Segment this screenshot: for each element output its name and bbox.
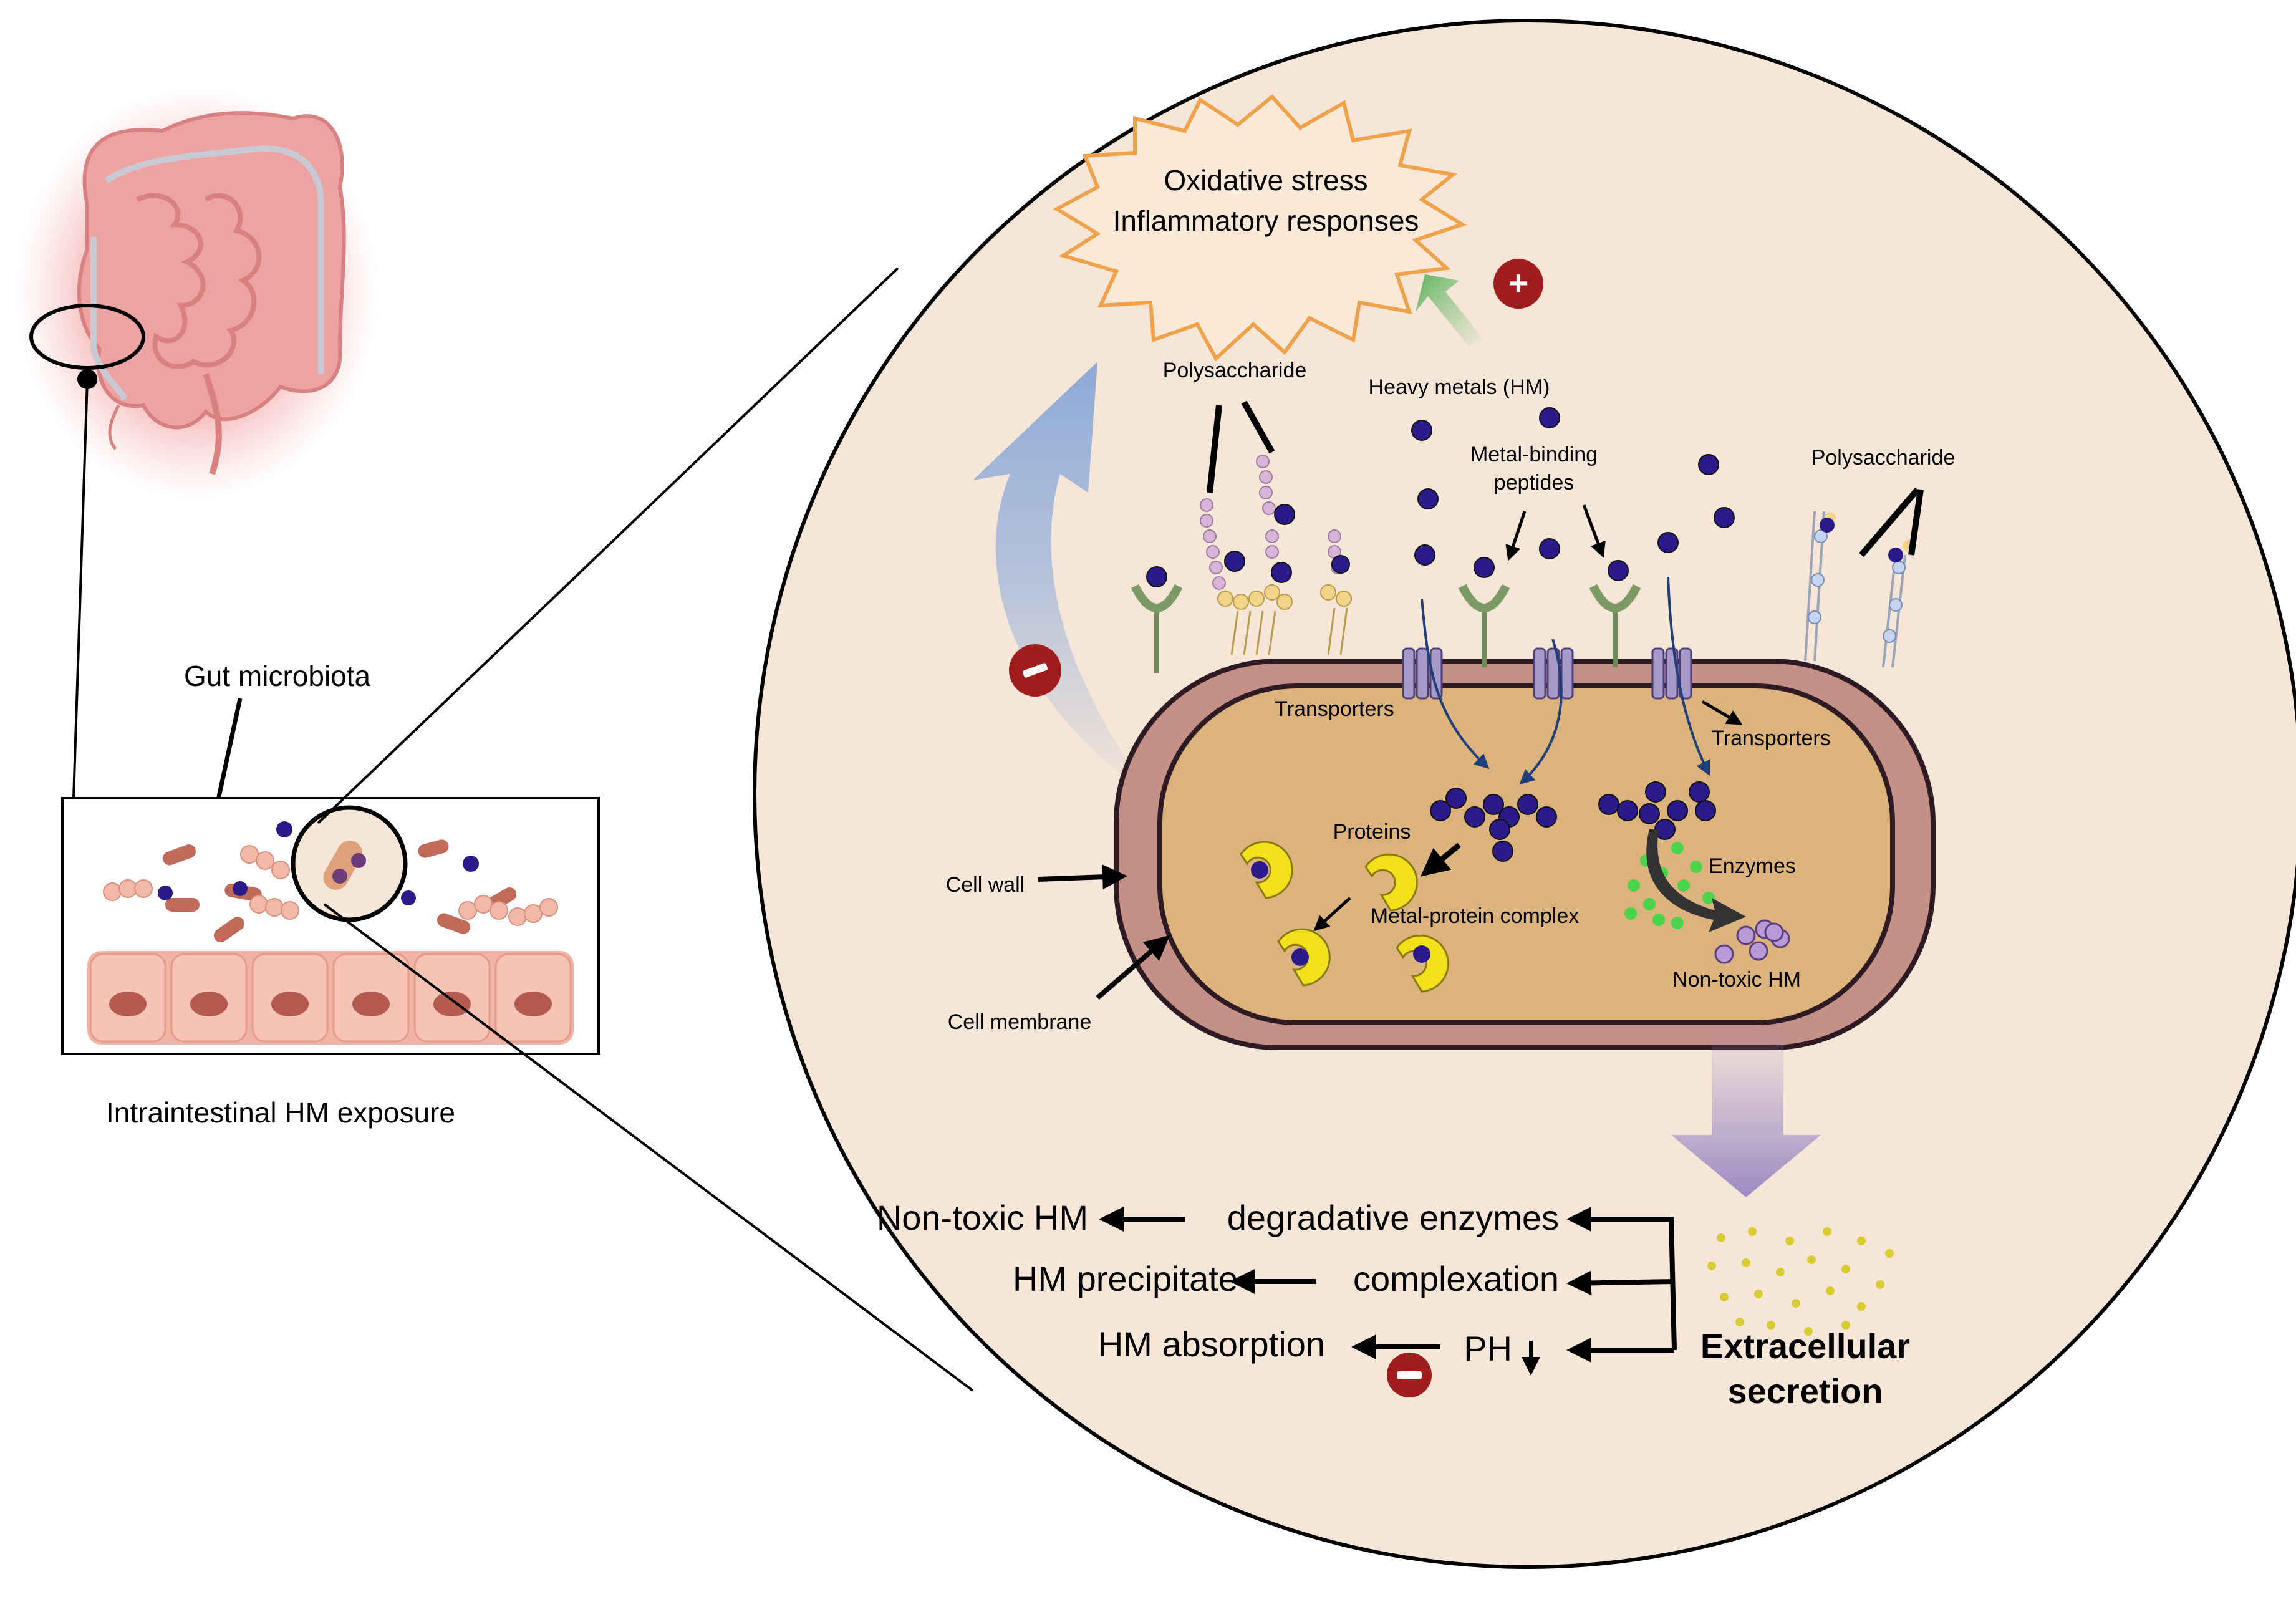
proteins: Proteins Metal-protein complex: [1240, 820, 1579, 993]
gut-microbiota-label: Gut microbiota: [184, 660, 371, 692]
row3-left-text: HM absorption: [1098, 1325, 1325, 1364]
heavy-metals-label: Heavy metals (HM): [1369, 375, 1550, 399]
promote-arrow: +: [1416, 259, 1543, 346]
bottom-flow: degradative enzymes Non-toxic HM complex…: [877, 1198, 1910, 1411]
secretion-particles: [1707, 1227, 1894, 1336]
metal-binding-label-2: peptides: [1494, 471, 1575, 495]
zoom-line-bottom: [323, 903, 974, 1392]
inhibit-arrow: [973, 362, 1154, 798]
metal-binding-label-1: Metal-binding: [1470, 443, 1598, 466]
transporters: Transporters Transporters: [1275, 576, 1831, 785]
polysaccharide-chains-right: Polysaccharide: [1804, 446, 1956, 668]
proteins-label: Proteins: [1333, 820, 1411, 844]
bacterial-cell: [1114, 659, 1936, 1050]
secretion-label-2: secretion: [1728, 1371, 1883, 1411]
polysaccharide-right-label: Polysaccharide: [1811, 446, 1956, 470]
row2-right-text: complexation: [1353, 1259, 1559, 1298]
row1-left-text: Non-toxic HM: [877, 1198, 1088, 1237]
stress-line-1: Oxidative stress: [1164, 164, 1367, 196]
cell-structure-labels: Cell wall Cell membrane: [946, 864, 1170, 1034]
cell-wall-label: Cell wall: [946, 873, 1025, 897]
row3-right-text: PH: [1464, 1329, 1512, 1368]
heavy-metal-ions: [1146, 407, 1735, 587]
transporters-left-label: Transporters: [1275, 697, 1394, 721]
plus-sign-icon: [1493, 259, 1543, 309]
internal-metal-ions: [1430, 781, 1716, 862]
enzymes-label: Enzymes: [1709, 854, 1796, 878]
intestine-illustration: [16, 87, 377, 799]
cell-membrane-label: Cell membrane: [948, 1010, 1092, 1034]
polysaccharide-left-label: Polysaccharide: [1163, 359, 1307, 382]
bacteria-cluster: [103, 821, 558, 943]
row1-right-text: degradative enzymes: [1227, 1198, 1559, 1237]
zoom-region-marker: [29, 304, 145, 370]
epithelium-cells: [87, 951, 574, 1045]
metal-protein-complex-label: Metal-protein complex: [1371, 904, 1579, 928]
gut-microbiota-panel: Gut microbiota: [61, 660, 600, 1129]
row2-left-text: HM precipitate: [1013, 1259, 1238, 1298]
intraintestinal-exposure-label: Intraintestinal HM exposure: [106, 1096, 455, 1129]
enzymes: Enzymes Non-toxic HM: [1624, 829, 1801, 992]
polysaccharide-chains-left: Polysaccharide: [1163, 359, 1352, 655]
transporters-right-label: Transporters: [1711, 726, 1830, 750]
oxidative-stress-starburst: Oxidative stress Inflammatory responses: [1053, 94, 1467, 362]
stress-line-2: Inflammatory responses: [1113, 205, 1419, 237]
secretion-arrow: [1671, 1023, 1821, 1197]
metal-binding-peptides: [1131, 584, 1641, 673]
non-toxic-hm-inner-label: Non-toxic HM: [1672, 968, 1801, 992]
zoom-line-top: [317, 267, 899, 824]
secretion-label-1: Extracellular: [1700, 1326, 1910, 1366]
plus-sign: +: [1508, 263, 1529, 302]
